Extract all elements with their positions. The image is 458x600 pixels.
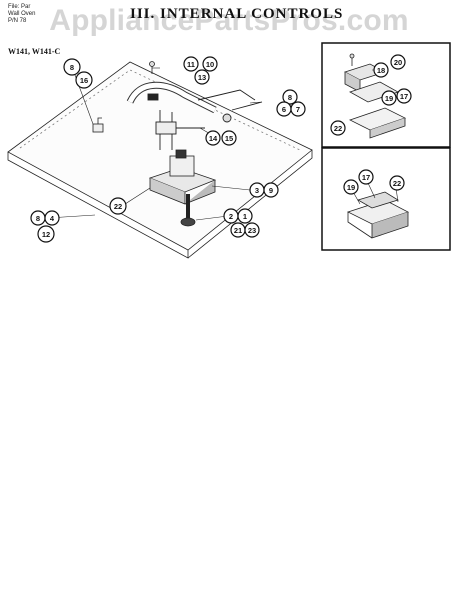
- sensor-tube: [126, 81, 263, 150]
- svg-text:17: 17: [362, 173, 370, 182]
- svg-text:21: 21: [234, 226, 242, 235]
- callout-16: 16: [75, 71, 93, 89]
- callout-1: 1: [237, 208, 253, 224]
- callout-10: 10: [202, 56, 218, 72]
- svg-text:12: 12: [42, 230, 50, 239]
- switch-assembly: [148, 149, 217, 227]
- svg-text:10: 10: [206, 60, 214, 69]
- svg-text:14: 14: [209, 134, 218, 143]
- svg-text:19: 19: [347, 183, 355, 192]
- section-title: III. INTERNAL CONTROLS: [130, 6, 344, 22]
- svg-text:23: 23: [248, 226, 256, 235]
- svg-text:13: 13: [198, 73, 206, 82]
- model-label: W141, W141-C: [8, 47, 61, 56]
- callout-15: 15: [221, 130, 237, 146]
- svg-text:22: 22: [114, 202, 122, 211]
- callout-6: 6: [276, 101, 292, 117]
- callout-22-bottom-inset: 22: [389, 175, 405, 191]
- svg-text:1: 1: [243, 212, 247, 221]
- callout-14: 14: [205, 130, 221, 146]
- svg-text:11: 11: [187, 60, 195, 69]
- inset-box-bottom: [321, 147, 451, 251]
- svg-text:18: 18: [377, 66, 385, 75]
- callout-19-top: 19: [381, 90, 397, 106]
- svg-text:19: 19: [385, 94, 393, 103]
- svg-text:20: 20: [394, 58, 402, 67]
- svg-text:15: 15: [225, 134, 233, 143]
- callout-8-bottom: 8: [30, 210, 46, 226]
- callout-22-main: 22: [109, 197, 127, 215]
- callout-3: 3: [249, 182, 265, 198]
- callout-20: 20: [390, 54, 406, 70]
- callout-12: 12: [37, 225, 55, 243]
- callout-22-top-inset: 22: [330, 120, 346, 136]
- svg-text:8: 8: [70, 63, 74, 72]
- callout-2: 2: [223, 208, 239, 224]
- svg-text:3: 3: [255, 186, 259, 195]
- svg-text:2: 2: [229, 212, 233, 221]
- bracket-16: [92, 117, 104, 133]
- svg-text:6: 6: [282, 105, 286, 114]
- svg-text:17: 17: [400, 92, 408, 101]
- callout-8-right: 8: [282, 89, 298, 105]
- screw-top: [149, 61, 155, 74]
- header-file: File: Par: [8, 4, 31, 10]
- header-product: Wall Oven: [8, 11, 36, 17]
- svg-text:16: 16: [80, 76, 88, 85]
- callout-11: 11: [183, 56, 199, 72]
- callout-4: 4: [44, 210, 60, 226]
- callout-19-bottom: 19: [343, 179, 359, 195]
- callout-13: 13: [194, 69, 210, 85]
- callout-18-top: 18: [373, 62, 389, 78]
- svg-text:22: 22: [393, 179, 401, 188]
- header-part-number: P/N 78: [8, 18, 27, 24]
- callout-8-top: 8: [63, 58, 81, 76]
- callout-17-top: 17: [396, 88, 412, 104]
- svg-text:4: 4: [50, 214, 55, 223]
- svg-text:22: 22: [334, 124, 342, 133]
- callout-7: 7: [290, 101, 306, 117]
- svg-text:8: 8: [288, 93, 292, 102]
- callout-21: 21: [230, 222, 246, 238]
- svg-text:9: 9: [269, 186, 273, 195]
- main-panel: [7, 61, 313, 259]
- svg-text:7: 7: [296, 105, 300, 114]
- svg-text:8: 8: [36, 214, 40, 223]
- callout-9: 9: [263, 182, 279, 198]
- callout-23: 23: [244, 222, 260, 238]
- callout-17-bottom: 17: [358, 169, 374, 185]
